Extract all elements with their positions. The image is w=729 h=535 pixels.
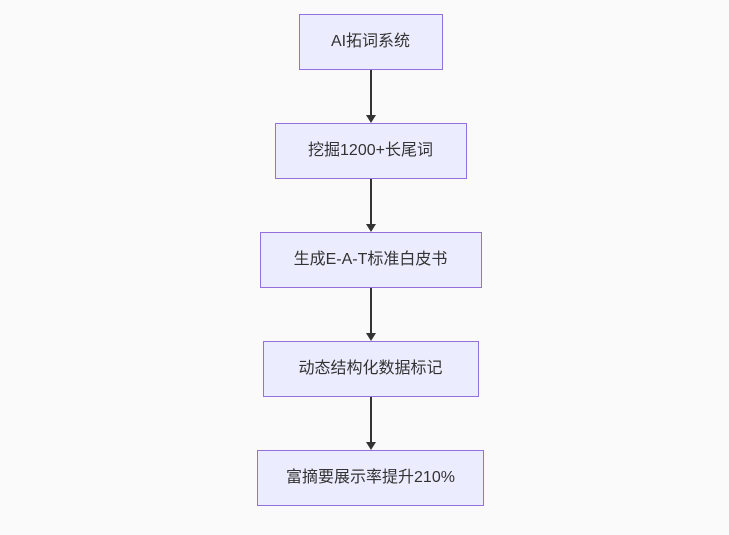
flow-arrow-3 (365, 288, 376, 341)
flow-arrow-2 (365, 179, 376, 232)
arrow-line (369, 179, 372, 225)
arrowhead-down-icon (365, 333, 376, 341)
flow-arrow-1 (365, 70, 376, 123)
arrow-line (369, 288, 372, 334)
flow-node-structured-data-markup: 动态结构化数据标记 (262, 341, 479, 397)
arrow-line (369, 397, 372, 443)
flow-arrow-4 (365, 397, 376, 450)
flow-node-rich-snippet-result: 富摘要展示率提升210% (257, 450, 484, 506)
flow-node-eat-whitepaper: 生成E-A-T标准白皮书 (259, 232, 482, 288)
arrowhead-down-icon (365, 224, 376, 232)
flow-node-ai-word-expansion: AI拓词系统 (298, 14, 443, 70)
arrow-line (369, 70, 372, 116)
flow-node-longtail-keywords: 挖掘1200+长尾词 (274, 123, 467, 179)
arrowhead-down-icon (365, 442, 376, 450)
flowchart: AI拓词系统 挖掘1200+长尾词 生成E-A-T标准白皮书 动态结构化数据标记… (6, 0, 729, 506)
arrowhead-down-icon (365, 115, 376, 123)
